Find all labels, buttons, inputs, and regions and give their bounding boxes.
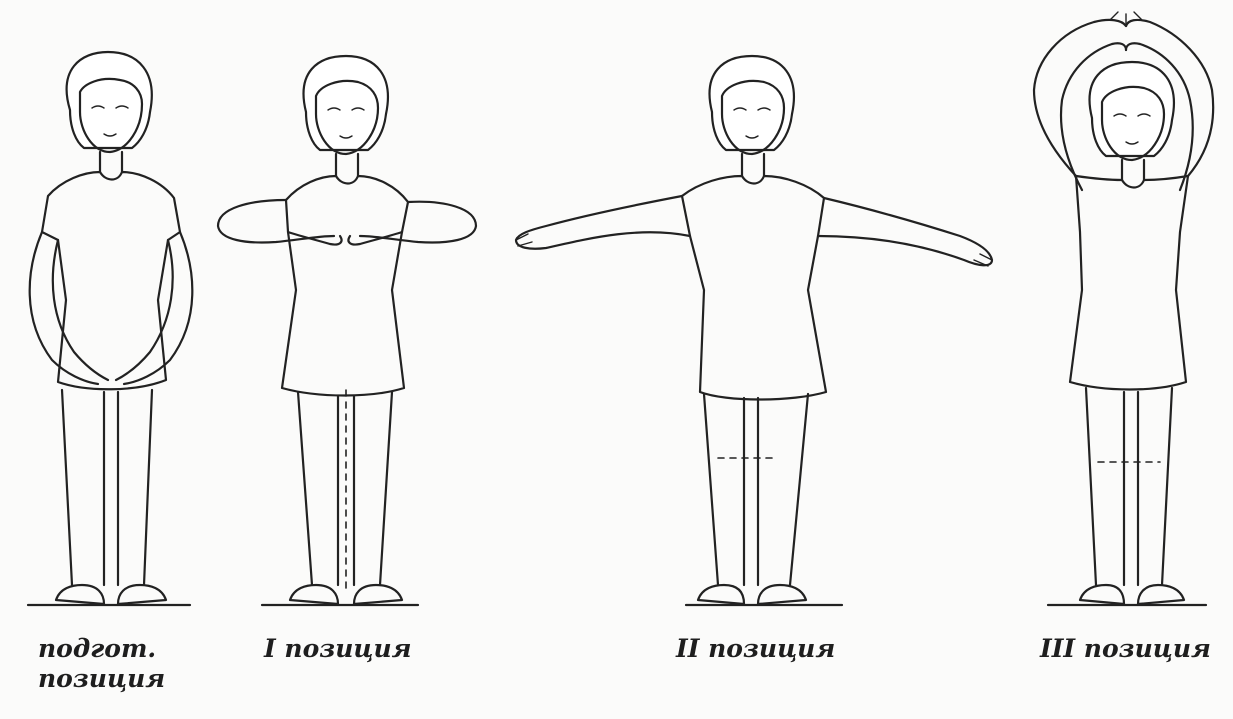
left-arm xyxy=(218,200,334,242)
figure-second-position xyxy=(516,56,992,605)
figure-first-position xyxy=(218,56,476,605)
caption-first-position: I позиция xyxy=(264,634,412,664)
legs xyxy=(298,392,392,585)
feet xyxy=(1080,585,1184,604)
caption-third-position: III позиция xyxy=(1040,634,1211,664)
leotard xyxy=(682,176,826,400)
figure-third-position xyxy=(1034,12,1213,605)
feet xyxy=(56,585,166,604)
legs xyxy=(62,390,152,585)
neck xyxy=(1122,160,1144,180)
caption-second-position: II позиция xyxy=(676,634,835,664)
legs xyxy=(1086,388,1172,585)
neck xyxy=(336,154,358,176)
leotard xyxy=(282,176,408,396)
fingers xyxy=(1110,12,1142,24)
neck xyxy=(742,154,764,176)
left-arm xyxy=(30,232,98,384)
leotard xyxy=(42,172,180,389)
feet xyxy=(698,585,806,604)
right-arm xyxy=(818,198,992,265)
legs xyxy=(704,394,808,585)
right-arm xyxy=(360,202,476,243)
figure-preparatory-position xyxy=(28,52,192,605)
caption-preparatory-position: подгот. позиция xyxy=(38,634,165,694)
left-arm xyxy=(516,196,690,249)
caption-preparatory-line2: позиция xyxy=(38,664,165,694)
leotard xyxy=(1070,176,1188,390)
neck xyxy=(100,152,122,172)
caption-preparatory-line1: подгот. xyxy=(38,634,165,664)
